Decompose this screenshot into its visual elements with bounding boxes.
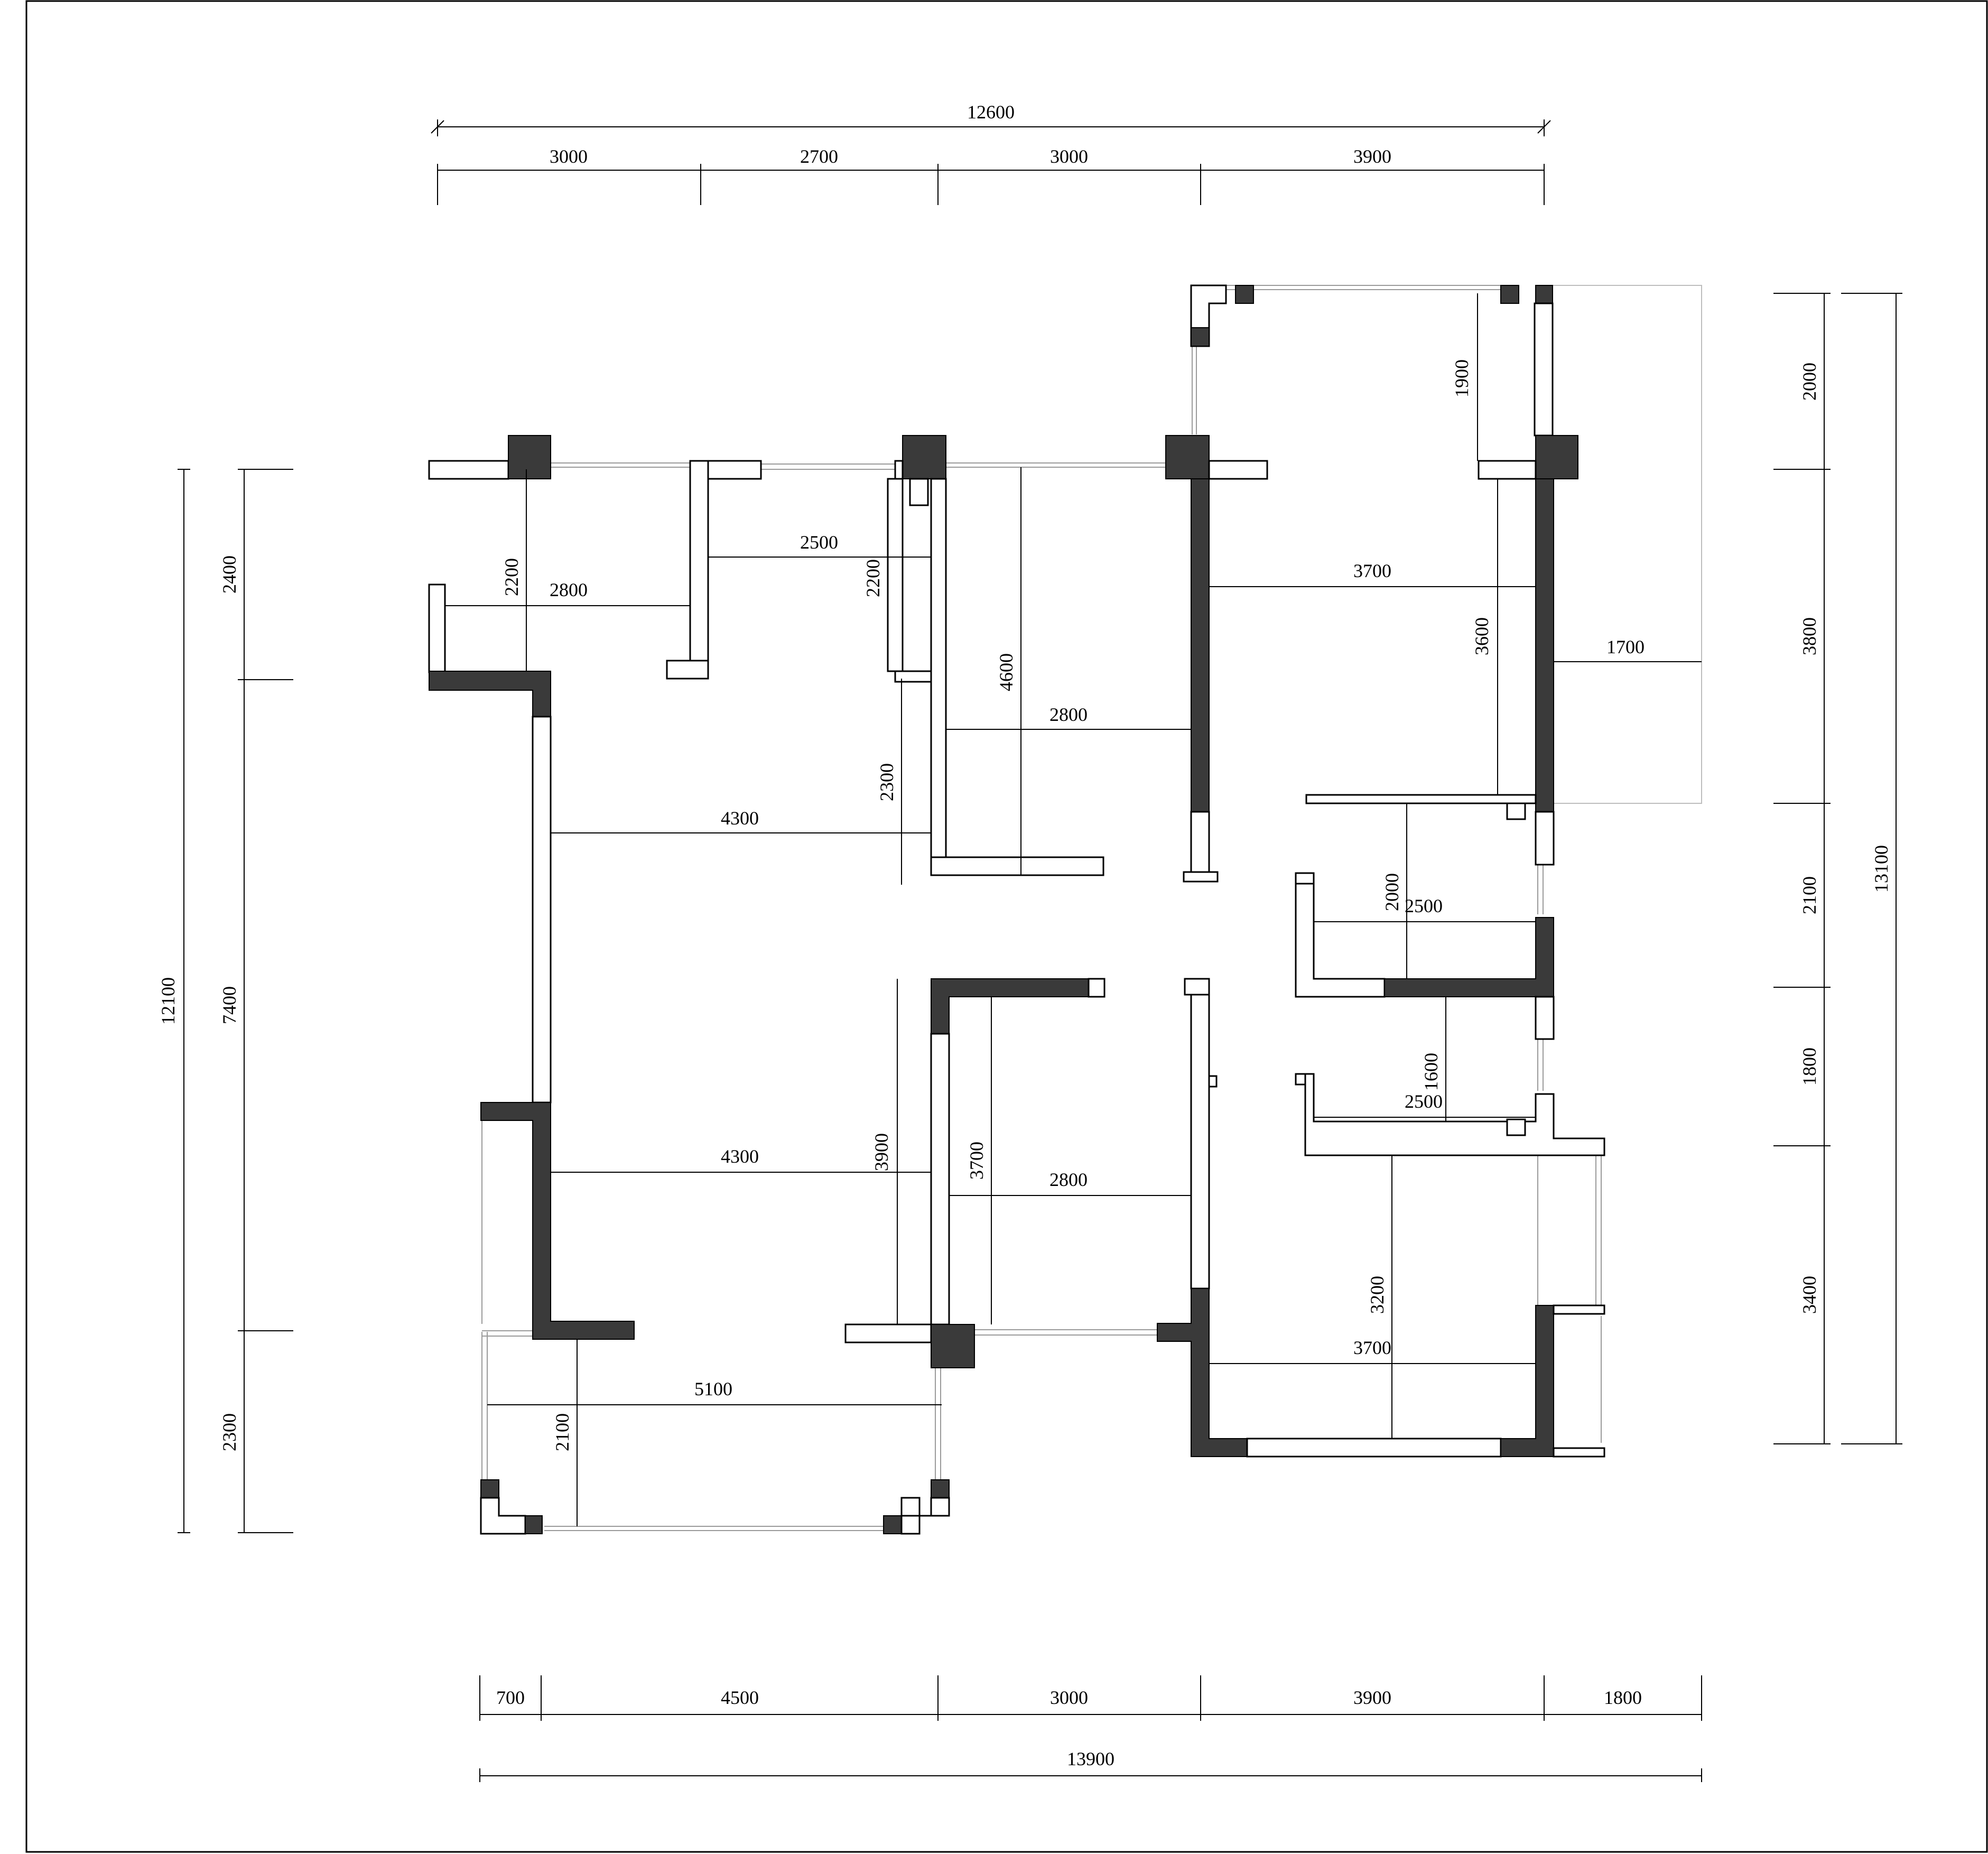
left-total-dimension: 12100 [157, 977, 179, 1025]
top-segment-4: 3900 [1353, 146, 1391, 167]
walls [428, 284, 1605, 1535]
balcony-width: 5100 [694, 1378, 732, 1399]
room-c-height: 4600 [996, 653, 1017, 691]
room-f-height: 3900 [871, 1133, 892, 1171]
bottom-dimensions: 700 4500 3000 3900 1800 13900 [479, 1675, 1702, 1782]
bottom-total-dimension: 13900 [1067, 1748, 1114, 1769]
left-segment-3: 2300 [219, 1413, 240, 1451]
room-h-height: 3200 [1367, 1276, 1388, 1314]
left-dimensions: 12100 2400 7400 2300 [157, 469, 293, 1533]
right-segment-4: 1800 [1799, 1047, 1820, 1086]
room-d-width: 4300 [721, 808, 759, 829]
top-total-dimension: 12600 [967, 101, 1015, 123]
top-segment-3: 3000 [1050, 146, 1088, 167]
room-b-height: 2200 [862, 559, 884, 597]
bath-2-height: 1600 [1420, 1053, 1442, 1091]
top-segment-1: 3000 [550, 146, 588, 167]
right-dimensions: 2000 3800 2100 1800 3400 13100 [1773, 293, 1902, 1444]
right-segment-5: 3400 [1799, 1276, 1820, 1314]
interior-dimensions: 2200 2800 2500 2200 4600 2800 4300 2300 … [445, 293, 1702, 1526]
bottom-segment-2: 4500 [721, 1687, 759, 1708]
left-segment-2: 7400 [219, 986, 240, 1024]
bath-1-height: 2000 [1381, 873, 1402, 911]
room-e-width: 3700 [1353, 560, 1391, 581]
bottom-segment-1: 700 [496, 1687, 525, 1708]
room-d-height: 2300 [876, 763, 897, 801]
bath-1-width: 2500 [1405, 895, 1443, 916]
bath-2-width: 2500 [1405, 1091, 1443, 1112]
bottom-segment-5: 1800 [1604, 1687, 1642, 1708]
bottom-segment-4: 3900 [1353, 1687, 1391, 1708]
room-b-width: 2500 [800, 532, 838, 553]
left-segment-1: 2400 [219, 555, 240, 594]
room-a-width: 2800 [550, 579, 588, 600]
room-e-top: 1900 [1451, 359, 1472, 397]
room-c-width: 2800 [1049, 704, 1088, 725]
room-h-width: 3700 [1353, 1337, 1391, 1358]
room-g-height: 3700 [966, 1142, 987, 1180]
top-segment-2: 2700 [800, 146, 838, 167]
room-e-height: 3600 [1471, 617, 1492, 655]
right-segment-3: 2100 [1799, 876, 1820, 914]
right-segment-1: 2000 [1799, 363, 1820, 401]
bottom-segment-3: 3000 [1050, 1687, 1088, 1708]
right-segment-2: 3800 [1799, 617, 1820, 655]
right-total-dimension: 13100 [1871, 845, 1892, 893]
room-f-width: 4300 [721, 1146, 759, 1167]
room-a-height: 2200 [501, 558, 522, 596]
top-dimensions: 12600 3000 2700 3000 3900 [431, 101, 1551, 205]
balcony-height: 2100 [552, 1413, 573, 1451]
drawing-frame [25, 0, 1988, 1853]
room-g-width: 2800 [1049, 1169, 1088, 1190]
room-e-side: 1700 [1606, 636, 1645, 657]
